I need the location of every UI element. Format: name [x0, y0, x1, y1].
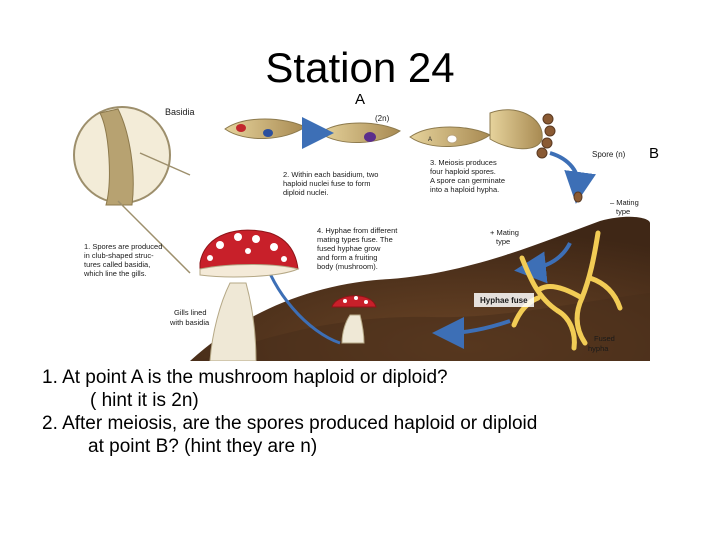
svg-text:mating types fuse. The: mating types fuse. The	[317, 235, 393, 244]
gill-magnified-icon	[73, 106, 191, 274]
label-2n: (2n)	[375, 114, 390, 123]
svg-text:and form a fruiting: and form a fruiting	[317, 253, 377, 262]
step-1-text: 1. Spores are produced in club-shaped st…	[83, 242, 162, 278]
step-2-text: 2. Within each basidium, two haploid nuc…	[283, 170, 378, 197]
question-1: 1. At point A is the mushroom haploid or…	[42, 367, 448, 388]
young-mushroom-icon	[331, 295, 377, 344]
svg-text:into a haploid hypha.: into a haploid hypha.	[430, 185, 499, 194]
question-2-hint: at point B? (hint they are n)	[88, 436, 318, 457]
question-2: 2. After meiosis, are the spores produce…	[42, 413, 538, 434]
svg-text:diploid nuclei.: diploid nuclei.	[283, 188, 328, 197]
svg-text:Hyphae fuse: Hyphae fuse	[480, 296, 528, 305]
svg-text:in club-shaped struc-: in club-shaped struc-	[84, 251, 154, 260]
svg-text:1. Spores are produced: 1. Spores are produced	[84, 242, 162, 251]
step-4-text: 4. Hyphae from different mating types fu…	[317, 226, 398, 271]
basidium-diploid-icon	[319, 122, 401, 143]
fused-hypha-label: Fused hypha	[588, 334, 615, 353]
label-basidia: Basidia	[165, 107, 195, 117]
question-1-hint: ( hint it is 2n)	[90, 390, 199, 411]
mating-plus-text: + Mating type	[490, 228, 519, 246]
svg-text:A spore can germinate: A spore can germinate	[430, 176, 505, 185]
svg-text:which line the gills.: which line the gills.	[83, 269, 147, 278]
cycle-arrow	[514, 242, 572, 284]
mating-minus-text: – Mating type	[610, 198, 639, 216]
cycle-arrow	[432, 316, 511, 349]
label-spore-n: Spore (n)	[592, 150, 626, 159]
svg-text:with basidia: with basidia	[169, 318, 210, 327]
basidium-two-nuclei-icon	[224, 118, 306, 139]
svg-text:four haploid spores.: four haploid spores.	[430, 167, 496, 176]
basidium-spores-icon	[489, 109, 556, 159]
mushroom-life-cycle-diagram: Basidia (2n) A Spore (n) 2. Within each …	[73, 106, 650, 361]
question-list: 1. At point A is the mushroom haploid or…	[42, 366, 712, 458]
svg-text:fused hyphae grow: fused hyphae grow	[317, 244, 381, 253]
svg-text:body (mushroom).: body (mushroom).	[317, 262, 378, 271]
step-3-text: 3. Meiosis produces four haploid spores.…	[430, 158, 505, 194]
marker-a: A	[355, 91, 366, 108]
svg-text:hypha: hypha	[588, 344, 609, 353]
svg-text:type: type	[616, 207, 630, 216]
hyphae-icon	[511, 230, 623, 351]
svg-text:haploid nuclei fuse to form: haploid nuclei fuse to form	[283, 179, 371, 188]
mature-mushroom-icon	[199, 229, 300, 361]
slide-title: Station 24	[265, 44, 455, 91]
svg-text:– Mating: – Mating	[610, 198, 639, 207]
svg-text:tures called basidia,: tures called basidia,	[84, 260, 150, 269]
label-a-small: A	[428, 137, 432, 143]
svg-text:2. Within each basidium, two: 2. Within each basidium, two	[283, 170, 378, 179]
svg-text:3. Meiosis produces: 3. Meiosis produces	[430, 158, 497, 167]
spore-icon	[573, 191, 583, 203]
marker-b: B	[649, 145, 660, 162]
svg-text:+ Mating: + Mating	[490, 228, 519, 237]
hyphae-fuse-label: Hyphae fuse	[474, 293, 534, 307]
svg-text:type: type	[496, 237, 510, 246]
svg-text:4. Hyphae from different: 4. Hyphae from different	[317, 226, 398, 235]
svg-text:Fused: Fused	[594, 334, 615, 343]
basidium-meiosis-icon	[409, 126, 491, 147]
svg-text:Gills lined: Gills lined	[174, 308, 207, 317]
gills-label: Gills lined with basidia	[169, 308, 210, 327]
cycle-arrow	[549, 151, 596, 204]
